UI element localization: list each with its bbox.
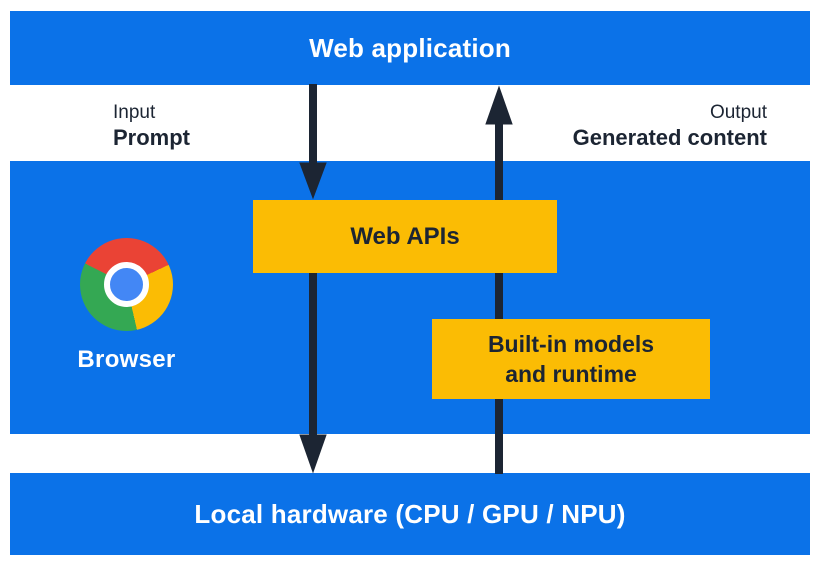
output-value: Generated content: [572, 125, 767, 150]
web-apis-box: Web APIs: [253, 200, 557, 273]
input-title: Input: [113, 102, 156, 123]
builtin-models-label-line2: and runtime: [505, 361, 637, 387]
layer-local-hardware: Local hardware (CPU / GPU / NPU): [10, 473, 810, 555]
output-annotation: Output Generated content: [573, 101, 767, 150]
chrome-logo-icon: [80, 238, 173, 331]
builtin-models-label-line1: Built-in models: [487, 331, 655, 357]
chrome-logo-center: [104, 262, 149, 307]
output-title: Output: [709, 102, 767, 123]
input-value: Prompt: [113, 125, 190, 150]
local-hardware-label: Local hardware (CPU / GPU / NPU): [194, 498, 626, 529]
web-apis-label: Web APIs: [350, 222, 460, 250]
builtin-models-box: Built-in models and runtime: [432, 319, 710, 399]
input-annotation: Input Prompt: [113, 101, 190, 150]
browser-label: Browser: [77, 346, 176, 373]
web-application-label: Web application: [309, 32, 511, 63]
layer-web-application: Web application: [10, 11, 810, 85]
